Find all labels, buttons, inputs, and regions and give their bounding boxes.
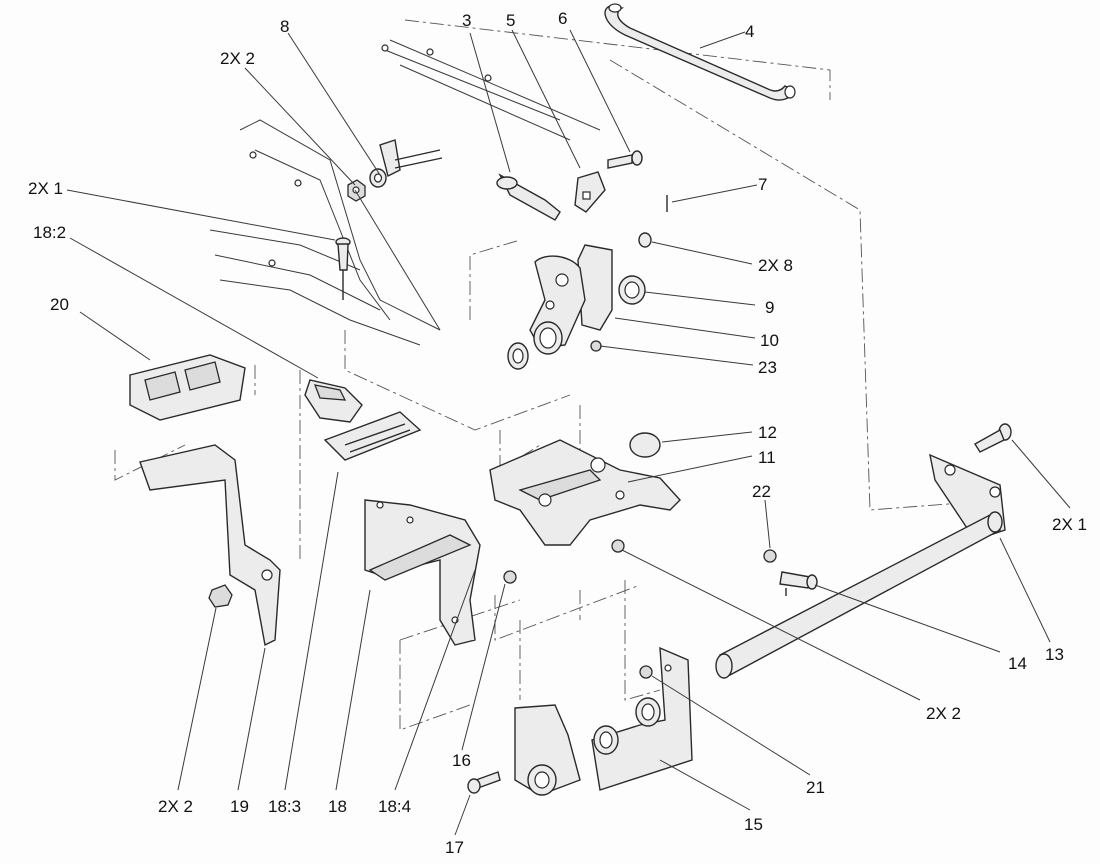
callout-22: 22 — [752, 482, 771, 501]
callout-13: 13 — [1045, 645, 1064, 664]
callout-17: 17 — [445, 838, 464, 857]
callout-10: 10 — [760, 331, 779, 350]
callout-3: 3 — [462, 11, 471, 30]
callout-18: 18 — [328, 797, 347, 816]
upper-lever-arms — [209, 39, 601, 346]
callout-2x2-bottom: 2X 2 — [158, 797, 193, 816]
part-15-bracket — [591, 646, 693, 791]
callout-6: 6 — [558, 9, 567, 28]
callout-15: 15 — [744, 815, 763, 834]
callout-16: 16 — [452, 751, 471, 770]
callout-19: 19 — [230, 797, 249, 816]
callout-21: 21 — [806, 778, 825, 797]
central-bracket-assembly — [507, 232, 652, 370]
part-11-bracket — [489, 432, 681, 553]
upper-hardware — [335, 139, 668, 300]
callout-2x1-right: 2X 1 — [1052, 515, 1087, 534]
callout-12: 12 — [758, 423, 777, 442]
callout-8: 8 — [280, 17, 289, 36]
callout-18-3: 18:3 — [268, 797, 301, 816]
callout-20: 20 — [50, 295, 69, 314]
callout-11: 11 — [758, 448, 776, 467]
callout-18-4: 18:4 — [378, 797, 411, 816]
callout-14: 14 — [1008, 654, 1027, 673]
part-20-pedal-pad — [129, 354, 246, 421]
callout-9: 9 — [765, 298, 774, 317]
callout-23: 23 — [758, 358, 777, 377]
callout-labels: 3 5 6 4 8 2X 2 7 2X 1 18:2 2X 8 9 10 20 … — [28, 9, 1087, 857]
callout-2x2-top: 2X 2 — [220, 49, 255, 68]
part-19-pedal-arm — [139, 444, 281, 647]
callout-7: 7 — [758, 175, 767, 194]
frame-hidden-lines — [114, 19, 1001, 731]
callout-5: 5 — [506, 11, 515, 30]
callout-2x8: 2X 8 — [758, 256, 793, 275]
callout-4: 4 — [745, 22, 754, 41]
part-18-pedal-assembly — [304, 379, 517, 646]
part-4-rod — [604, 3, 796, 101]
part-17-clevis — [467, 704, 581, 796]
callout-18-2: 18:2 — [33, 223, 66, 242]
callout-2x2-right: 2X 2 — [926, 704, 961, 723]
callout-2x1-left: 2X 1 — [28, 179, 63, 198]
leader-lines — [66, 29, 1071, 836]
